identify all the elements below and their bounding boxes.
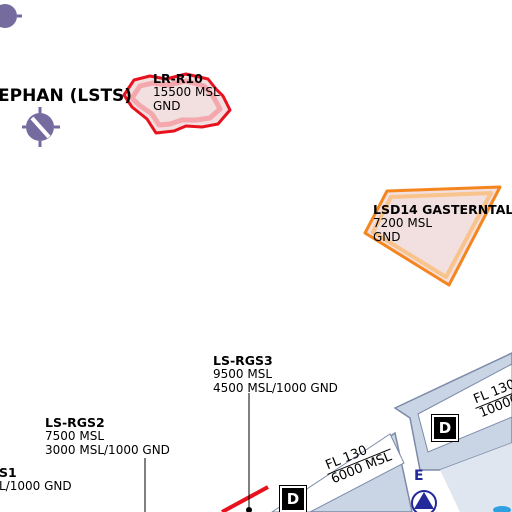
blue-marker-icon (493, 506, 511, 512)
lsd14-inner-band (371, 191, 493, 279)
lsd14-name: LSD14 GASTERNTAL (373, 202, 512, 217)
rgs2-upper: 7500 MSL (45, 429, 105, 444)
waypoint-letter: E (414, 468, 424, 484)
lsd14-zone[interactable] (363, 185, 502, 287)
airspace-class-d-badge-upper: D (432, 415, 458, 441)
rgs2-label: LS-RGS2 7500 MSL 3000 MSL/1000 GND (45, 415, 170, 458)
rgs3-upper: 9500 MSL (213, 367, 273, 382)
rgs3-label: LS-RGS3 9500 MSL 4500 MSL/1000 GND (213, 353, 338, 396)
lr-r10-name: LR-R10 (153, 71, 203, 86)
navaid-top-icon (0, 4, 22, 28)
lr-r10-lower: GND (153, 99, 181, 114)
rgs1-lower: L/1000 GND (0, 479, 72, 494)
airfield-label: EPHAN (LSTS) (0, 86, 133, 106)
lr-r10-inner-band (129, 78, 223, 128)
lr-r10-label: LR-R10 15500 MSL GND (153, 71, 220, 114)
rgs1-name: S1 (0, 465, 17, 480)
lsd14-label: LSD14 GASTERNTAL 7200 MSL GND (373, 202, 512, 245)
rgs1-label: S1 L/1000 GND (0, 465, 72, 494)
airway-right (440, 443, 512, 512)
lsd14-lower: GND (373, 230, 401, 245)
restricted-boundary-line (221, 485, 269, 512)
rgs2-name: LS-RGS2 (45, 415, 105, 430)
lsd14-upper: 7200 MSL (373, 216, 433, 231)
triangle-icon[interactable] (411, 490, 437, 512)
rgs3-name: LS-RGS3 (213, 353, 273, 368)
rgs3-lower: 4500 MSL/1000 GND (213, 381, 338, 396)
airfield-icon[interactable] (22, 107, 60, 147)
lr-r10-upper: 15500 MSL (153, 85, 220, 100)
rgs2-lower: 3000 MSL/1000 GND (45, 443, 170, 458)
airspace-class-d-badge: D (280, 486, 306, 512)
